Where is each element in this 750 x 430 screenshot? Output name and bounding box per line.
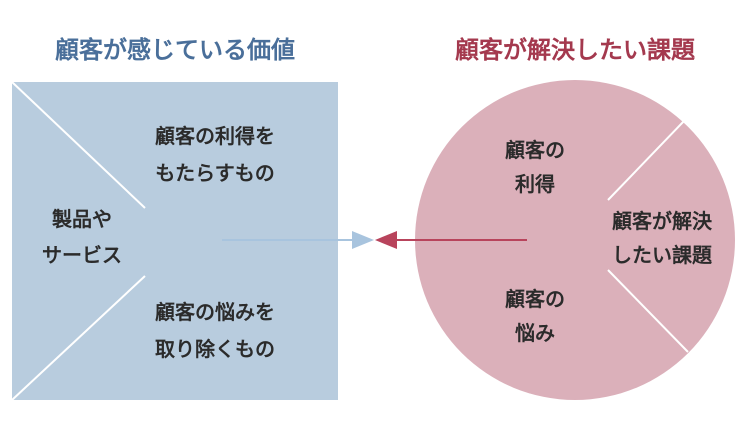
value-map-divider-bottom xyxy=(11,275,146,401)
gain-creators-label-line-1: 顧客の利得を xyxy=(155,124,275,148)
gains-label-line-2: 利得 xyxy=(515,172,555,196)
pain-relievers-label-line-1: 顧客の悩みを xyxy=(155,300,275,324)
pain-relievers-label-line-2: 取り除くもの xyxy=(155,337,275,361)
products-services-label-line-1: 製品や xyxy=(52,207,112,231)
customer-profile-circle xyxy=(415,80,735,400)
pains-label-line-2: 悩み xyxy=(515,321,555,345)
customer-profile-title: 顧客が解決したい課題 xyxy=(455,36,696,64)
value-map-title: 顧客が感じている価値 xyxy=(55,36,295,64)
value-map-divider-top xyxy=(11,81,146,209)
customer-profile-divider-top xyxy=(607,120,685,201)
jobs-label-line-2: したい課題 xyxy=(612,243,713,267)
customer-profile-divider-bottom xyxy=(607,269,689,353)
products-services-label-line-2: サービス xyxy=(42,243,122,267)
fit-arrow-left-head xyxy=(352,231,374,249)
gain-creators-label-line-2: もたらすもの xyxy=(155,161,275,185)
fit-arrow-right-head xyxy=(375,231,397,249)
pains-label-line-1: 顧客の xyxy=(505,287,565,311)
gains-label-line-1: 顧客の xyxy=(505,138,565,162)
jobs-label-line-1: 顧客が解決 xyxy=(612,209,713,233)
